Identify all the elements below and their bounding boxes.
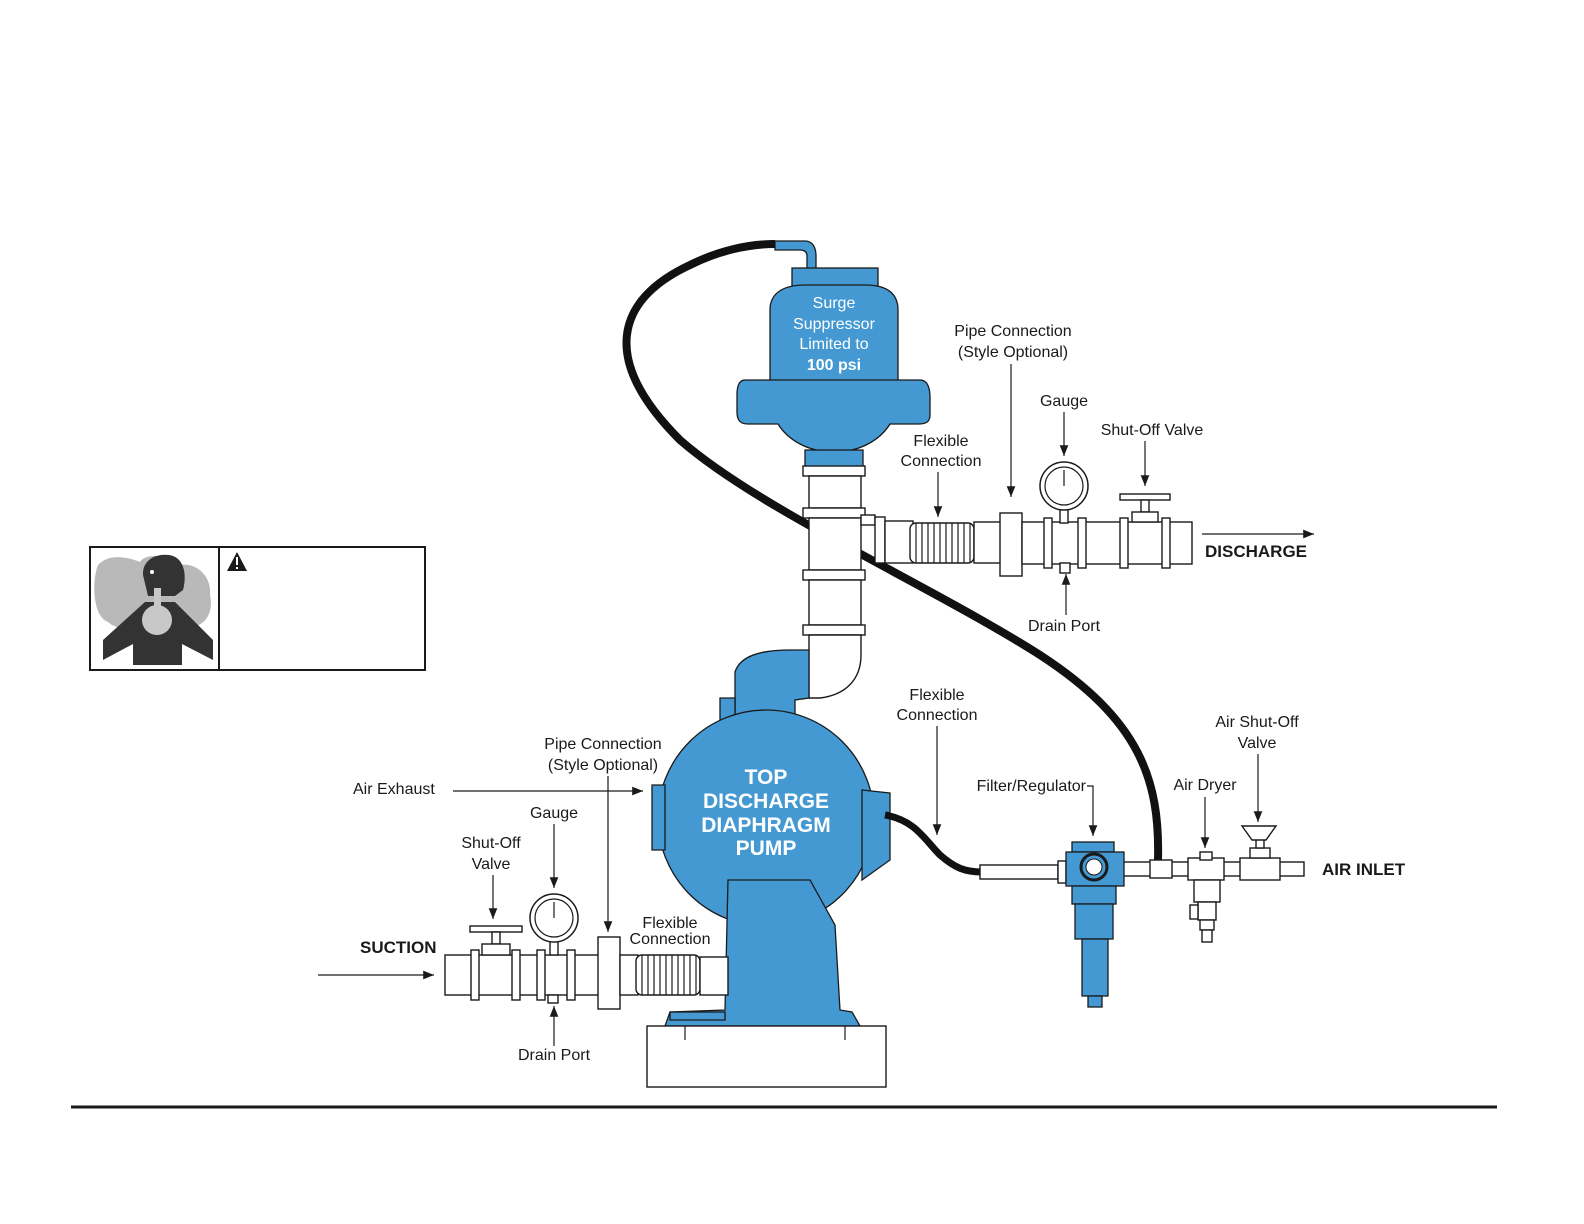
air-supply-hose xyxy=(622,240,1163,861)
suction-label: SUCTION xyxy=(360,938,437,957)
discharge-riser xyxy=(802,465,866,699)
flexible-connection-bottom xyxy=(635,954,701,996)
pump-label-1: TOP xyxy=(745,766,788,789)
drain-port-top-label: Drain Port xyxy=(1028,618,1101,635)
flexible-connection-top xyxy=(909,522,975,564)
shutoff-valve-top-label: Shut-Off Valve xyxy=(1101,422,1204,439)
warning-box xyxy=(89,546,426,671)
suction-line xyxy=(444,893,729,1010)
air-shutoff-valve-label-1: Air Shut-Off xyxy=(1215,714,1299,731)
gauge-top xyxy=(1039,461,1089,524)
shutoff-valve-bottom-label-1: Shut-Off xyxy=(461,835,521,852)
shutoff-valve-bottom xyxy=(469,925,523,956)
gauge-bottom-label: Gauge xyxy=(530,805,578,822)
flexible-connection-top-label-2: Connection xyxy=(901,453,982,470)
surge-label-2: Suppressor xyxy=(793,316,875,333)
discharge-label: DISCHARGE xyxy=(1205,542,1307,561)
pipe-connection-top-label-1: Pipe Connection xyxy=(954,323,1071,340)
surge-suppressor: Surge Suppressor Limited to 100 psi xyxy=(736,240,931,468)
pipe-connection-bottom-label-1: Pipe Connection xyxy=(544,736,661,753)
air-dryer xyxy=(1187,851,1225,943)
respiratory-hazard-icon xyxy=(94,554,213,665)
surge-label-4: 100 psi xyxy=(807,357,861,374)
flexible-connection-bottom-label-2: Connection xyxy=(630,931,711,948)
shutoff-valve-top xyxy=(1119,493,1171,523)
flexible-connection-bottom-label-1: Flexible xyxy=(642,915,697,932)
pump-base xyxy=(646,1025,887,1088)
flexible-connection-top-label-1: Flexible xyxy=(913,433,968,450)
pipe-connection-top-label-2: (Style Optional) xyxy=(958,344,1068,361)
air-shutoff-valve xyxy=(1239,825,1281,881)
surge-label-1: Surge xyxy=(813,295,856,312)
air-inlet-label: AIR INLET xyxy=(1322,860,1406,879)
filter-regulator-label: Filter/Regulator xyxy=(977,778,1087,795)
pump-label-4: PUMP xyxy=(736,837,797,860)
pump-label-3: DIAPHRAGM xyxy=(701,814,831,837)
drain-port-bottom-label: Drain Port xyxy=(518,1047,591,1064)
air-dryer-label: Air Dryer xyxy=(1173,777,1237,794)
diaphragm-pump: TOP DISCHARGE DIAPHRAGM PUMP xyxy=(651,649,891,1027)
gauge-bottom xyxy=(529,893,579,956)
discharge-line xyxy=(860,461,1193,577)
shutoff-valve-bottom-label-2: Valve xyxy=(472,856,511,873)
air-inlet-line xyxy=(884,811,1305,1008)
pipe-connection-bottom-label-2: (Style Optional) xyxy=(548,757,658,774)
air-exhaust-label: Air Exhaust xyxy=(353,781,435,798)
flexible-connection-mid-label-1: Flexible xyxy=(909,687,964,704)
air-shutoff-valve-label-2: Valve xyxy=(1238,735,1277,752)
warning-triangle-icon xyxy=(227,552,247,571)
filter-regulator xyxy=(1065,841,1125,1008)
pump-label-2: DISCHARGE xyxy=(703,790,829,813)
flexible-connection-mid-label-2: Connection xyxy=(897,707,978,724)
gauge-top-label: Gauge xyxy=(1040,393,1088,410)
callouts: Pipe Connection (Style Optional) Gauge S… xyxy=(318,323,1406,1064)
surge-label-3: Limited to xyxy=(799,336,868,353)
